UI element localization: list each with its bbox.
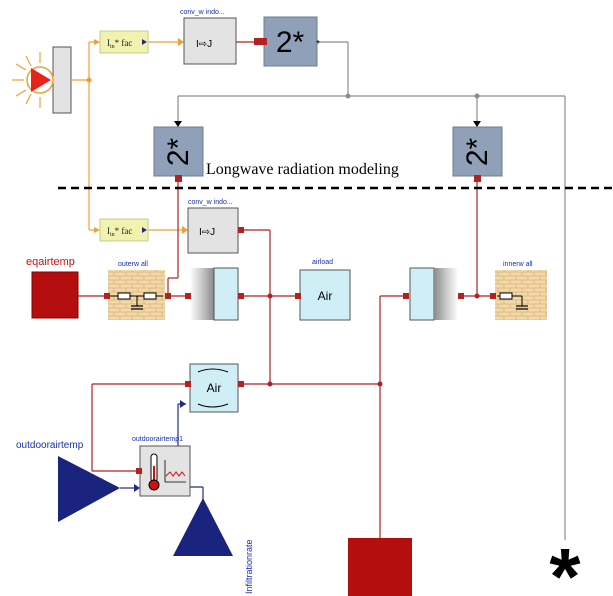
svg-text:I⇨J: I⇨J xyxy=(199,227,215,238)
infiltrationrate-source[interactable]: Infiltrationrate xyxy=(173,498,254,594)
svg-text:Infiltrationrate: Infiltrationrate xyxy=(244,539,254,594)
conv-window-top[interactable]: conv_w indo... I⇨J xyxy=(178,9,261,65)
svg-text:2*: 2* xyxy=(162,137,195,166)
solar-wires xyxy=(72,41,183,231)
terminator-icon: * xyxy=(549,532,581,596)
junction-dot xyxy=(474,293,480,299)
innerwall[interactable]: innerw all xyxy=(490,261,547,320)
svg-text:2*: 2* xyxy=(276,26,305,59)
outerwall[interactable]: outerw all xyxy=(104,261,171,320)
svg-text:eqairtemp: eqairtemp xyxy=(26,256,75,268)
fac-gain-mid[interactable]: Iin* fac xyxy=(94,218,149,242)
svg-text:outdoorairtemp1: outdoorairtemp1 xyxy=(132,436,183,443)
svg-text:I⇨J: I⇨J xyxy=(196,39,212,50)
junction-dot xyxy=(377,381,383,387)
window-left[interactable] xyxy=(185,267,244,321)
gain-top[interactable]: 2* * xyxy=(260,16,320,67)
window-right[interactable] xyxy=(403,267,464,321)
svg-text:outerw all: outerw all xyxy=(118,261,148,268)
svg-text:conv_w indo...: conv_w indo... xyxy=(188,199,233,206)
svg-text:outdoorairtemp: outdoorairtemp xyxy=(16,440,84,451)
gain-left[interactable]: 2* xyxy=(153,121,204,182)
svg-text:airload: airload xyxy=(312,259,333,266)
outdoorairtemp-source[interactable]: outdoorairtemp xyxy=(16,440,120,522)
svg-text:conv_w indo...: conv_w indo... xyxy=(180,9,225,16)
junction-dot xyxy=(86,77,92,83)
junction-dot xyxy=(267,293,273,299)
svg-text:Air: Air xyxy=(318,289,333,303)
junction-dot xyxy=(474,93,480,99)
conv-window-mid[interactable]: conv_w indo... I⇨J xyxy=(182,199,244,254)
eqairtemp-source[interactable]: eqairtemp xyxy=(26,256,79,319)
longwave-label: Longwave radiation modeling xyxy=(206,161,399,178)
svg-text:innerw all: innerw all xyxy=(503,261,533,268)
heat-source-bottom[interactable] xyxy=(348,538,412,596)
svg-text:Air: Air xyxy=(207,381,222,395)
gain-right[interactable]: 2* xyxy=(452,121,503,182)
junction-dot xyxy=(267,381,273,387)
solar-radiation-source[interactable] xyxy=(12,46,72,114)
fac-gain-top[interactable]: Iin* fac xyxy=(94,30,149,54)
airload-volume[interactable]: airload Air xyxy=(295,259,351,321)
svg-text:Iin* fac: Iin* fac xyxy=(107,226,132,238)
junction-dot xyxy=(345,93,351,99)
air-exchange[interactable]: Air xyxy=(180,363,244,413)
svg-text:2*: 2* xyxy=(461,137,494,166)
svg-text:*: * xyxy=(316,39,320,50)
outdoorairtemp1-sensor[interactable]: outdoorairtemp1 xyxy=(132,436,191,497)
svg-text:Iin* fac: Iin* fac xyxy=(107,38,132,50)
